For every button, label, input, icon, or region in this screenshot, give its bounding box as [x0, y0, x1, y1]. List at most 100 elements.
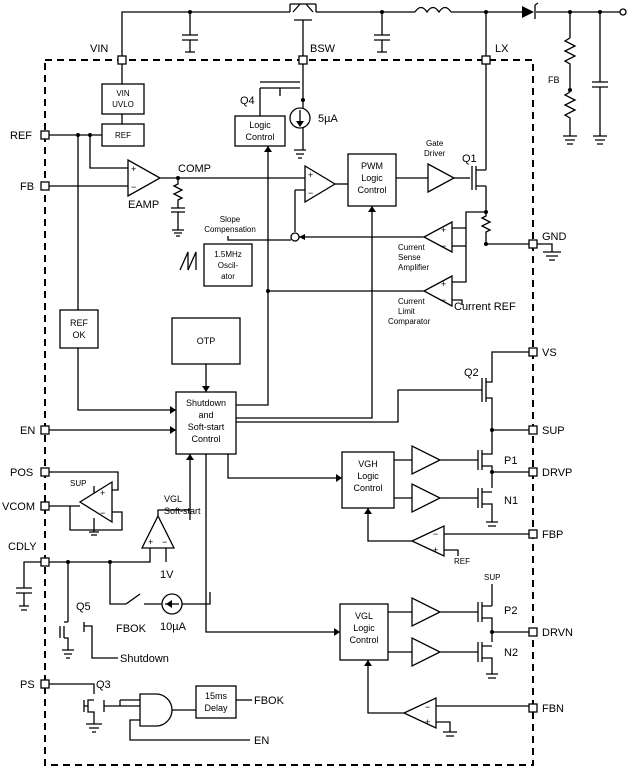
- n2-label: N2: [504, 647, 518, 659]
- shutdown-label: Shutdown: [120, 653, 169, 665]
- output-diode: [522, 2, 539, 19]
- otp-text: OTP: [197, 336, 216, 346]
- ref-block-text: REF: [115, 131, 131, 140]
- vcom-amplifier: + −: [78, 480, 113, 524]
- oscillator-block: [203, 243, 253, 287]
- vgh-text-1: VGH: [358, 459, 378, 469]
- ext-fb-label: FB: [548, 75, 560, 85]
- p2-label: P2: [504, 605, 517, 617]
- pin-gnd: [528, 239, 538, 249]
- svg-text:−: −: [100, 508, 105, 518]
- fbok-label: FBOK: [116, 623, 147, 635]
- pins: VIN BSW LX REF FB EN POS VCOM CDLY PS GN…: [2, 43, 573, 715]
- q1-label: Q1: [462, 153, 477, 165]
- svg-text:+: +: [425, 717, 430, 727]
- cl-comp-label-2: Limit: [398, 307, 416, 316]
- pwm-text-3: Control: [357, 185, 386, 195]
- sup-vcom-label: SUP: [70, 479, 86, 488]
- pin-cdly: [40, 557, 50, 567]
- current-ref-label: Current REF: [454, 301, 516, 313]
- pin-ps-label: PS: [20, 679, 35, 691]
- pin-fbn-label: FBN: [542, 703, 564, 715]
- p2-transistor: [477, 584, 493, 642]
- n2-transistor: [477, 642, 498, 679]
- pin-lx-label: LX: [495, 43, 509, 55]
- fbp-amplifier: − +: [410, 524, 445, 558]
- vgl-driver-p: [411, 596, 442, 628]
- vgl-text-2: Logic: [353, 623, 375, 633]
- current-10ua-label: 10µA: [160, 621, 187, 633]
- pin-vin-label: VIN: [90, 43, 108, 55]
- cs-amp-label-1: Current: [398, 243, 425, 252]
- logic-control-text-2: Control: [245, 132, 274, 142]
- vin-uvlo-block: [101, 83, 145, 115]
- pin-fb: [40, 181, 50, 191]
- vgl-logic-block: [339, 603, 389, 661]
- logic-control-text-1: Logic: [249, 120, 271, 130]
- pin-cdly-label: CDLY: [8, 541, 37, 553]
- gate-driver-label-2: Driver: [424, 149, 446, 158]
- svg-text:−: −: [441, 241, 446, 251]
- shutdown-text-1: Shutdown: [186, 398, 226, 408]
- cl-comp-label-1: Current: [398, 297, 425, 306]
- input-pmos-switch: [289, 3, 317, 60]
- otp-block: [171, 317, 241, 365]
- svg-text:−: −: [441, 295, 446, 305]
- q4-transistor: [259, 81, 300, 116]
- osc-text-3: ator: [221, 272, 235, 281]
- pin-gnd-label: GND: [542, 231, 567, 243]
- q3-transistor: [83, 699, 140, 733]
- svg-text:+: +: [441, 279, 446, 289]
- vgl-softstart-comparator: + −: [140, 514, 176, 549]
- vin-uvlo-text-2: UVLO: [112, 100, 134, 109]
- and-gate: [139, 693, 173, 727]
- svg-text:−: −: [433, 529, 438, 539]
- cs-amp-label-3: Amplifier: [398, 263, 429, 272]
- shutdown-softstart-block: [175, 391, 237, 455]
- p1-label: P1: [504, 455, 517, 467]
- q2-transistor: [481, 351, 529, 430]
- vgh-driver-p: [411, 444, 442, 476]
- pin-fb-label: FB: [20, 181, 34, 193]
- svg-text:−: −: [425, 702, 430, 712]
- svg-text:+: +: [148, 537, 153, 547]
- ref-ok-text-1: REF: [70, 318, 89, 328]
- pin-fbp-label: FBP: [542, 529, 563, 541]
- shutdown-text-2: and: [198, 410, 213, 420]
- eamp-label: EAMP: [128, 199, 159, 211]
- vgl-softstart-label-1: VGL: [164, 494, 182, 504]
- svg-text:+: +: [131, 164, 136, 174]
- q3-label: Q3: [96, 679, 111, 691]
- n1-transistor: [477, 488, 498, 527]
- vgh-text-3: Control: [353, 483, 382, 493]
- svg-text:+: +: [433, 545, 438, 555]
- comp-label: COMP: [178, 163, 211, 175]
- shutdown-text-4: Control: [191, 434, 220, 444]
- osc-text-1: 1.5MHz: [214, 250, 242, 259]
- pwm-text-1: PWM: [361, 161, 383, 171]
- external-circuit: FB: [121, 2, 627, 145]
- slope-comp-label-1: Slope: [220, 215, 241, 224]
- cs-amp-label-2: Sense: [398, 253, 421, 262]
- pin-ref: [40, 130, 50, 140]
- current-sense-amplifier: + −: [422, 220, 453, 254]
- inductor: [414, 6, 452, 14]
- ref-ok-text-2: OK: [72, 330, 85, 340]
- pin-en: [40, 425, 50, 435]
- svg-text:−: −: [162, 537, 167, 547]
- svg-text:+: +: [100, 488, 105, 498]
- pin-drvp-label: DRVP: [542, 467, 572, 479]
- error-amplifier: + −: [127, 158, 162, 198]
- delay-text-2: Delay: [204, 703, 228, 713]
- gate-driver-buffer: [427, 162, 456, 194]
- logic-control-block: [234, 115, 286, 147]
- vin-uvlo-text-1: VIN: [116, 89, 130, 98]
- shutdown-text-3: Soft-start: [188, 422, 225, 432]
- pin-ref-label: REF: [10, 130, 32, 142]
- pin-bsw: [298, 55, 308, 65]
- delay-text-1: 15ms: [205, 691, 228, 701]
- gate-driver-label-1: Gate: [426, 139, 444, 148]
- pin-lx: [481, 55, 491, 65]
- q1-transistor: [471, 64, 487, 212]
